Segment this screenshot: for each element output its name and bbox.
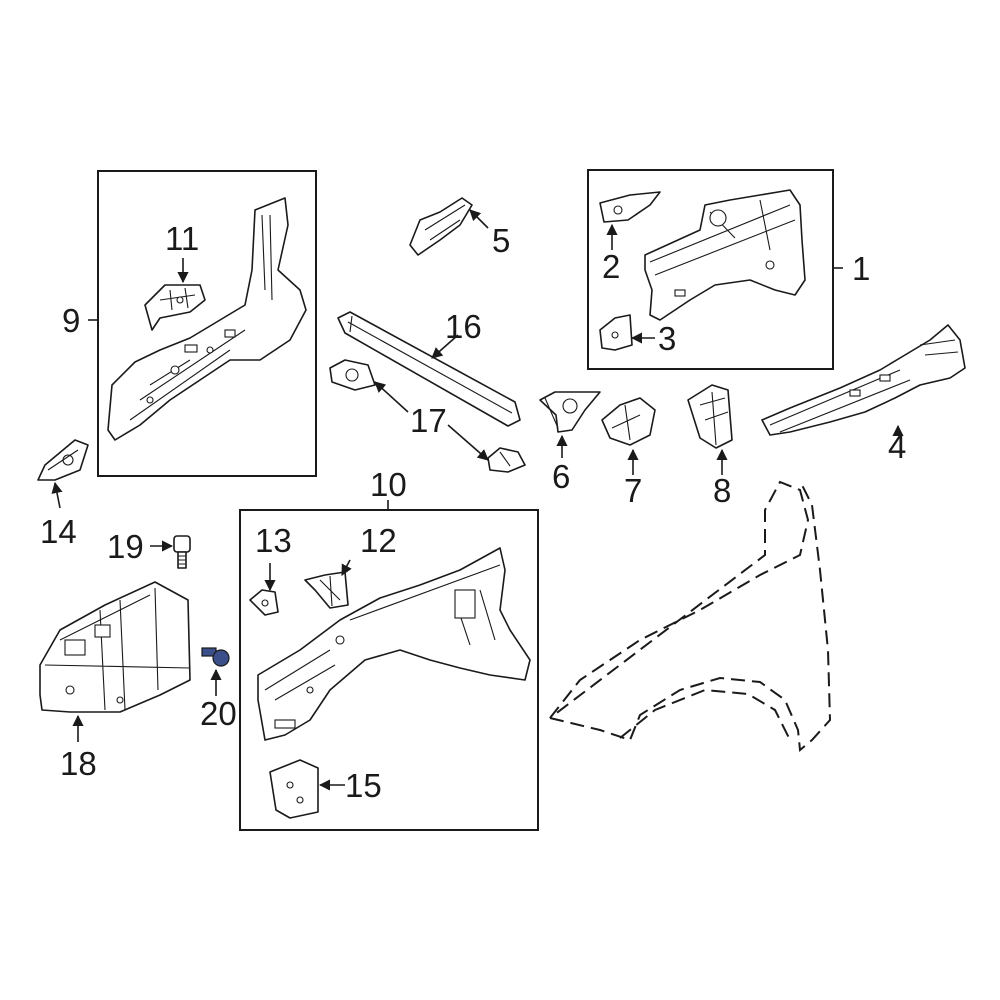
fender-outline xyxy=(549,480,832,752)
callout-17: 17 xyxy=(410,402,447,439)
part-17-bracket-b xyxy=(487,447,526,473)
part-12-bracket xyxy=(304,571,349,609)
group-box-1 xyxy=(587,169,834,370)
part-9-apron-panel xyxy=(107,197,307,441)
callout-leaders xyxy=(51,209,904,791)
callout-1: 1 xyxy=(852,250,870,287)
callout-10: 10 xyxy=(370,466,407,503)
callout-5: 5 xyxy=(492,222,510,259)
part-11-bracket xyxy=(144,284,206,331)
callout-2: 2 xyxy=(602,248,620,285)
callout-3: 3 xyxy=(658,320,676,357)
part-2-plate xyxy=(599,191,661,223)
part-5-bracket xyxy=(409,197,473,256)
group-box-9 xyxy=(97,170,317,477)
callout-7: 7 xyxy=(624,472,642,509)
callout-4: 4 xyxy=(888,428,906,465)
callout-18: 18 xyxy=(60,745,97,782)
part-7-bracket xyxy=(601,397,656,446)
part-13-bracket xyxy=(249,589,279,616)
callout-12: 12 xyxy=(360,522,397,559)
part-3-bracket xyxy=(599,314,633,351)
part-15-bracket xyxy=(269,759,319,819)
callout-15: 15 xyxy=(345,767,382,804)
callout-13: 13 xyxy=(255,522,292,559)
callout-6: 6 xyxy=(552,458,570,495)
callout-14: 14 xyxy=(40,513,77,550)
callout-20: 20 xyxy=(200,695,237,732)
group-box-10 xyxy=(239,509,539,831)
callout-16: 16 xyxy=(445,308,482,345)
part-18-frame-rail xyxy=(39,581,191,713)
part-14-plate xyxy=(37,439,89,481)
part-6-bracket xyxy=(539,391,601,433)
callout-11: 11 xyxy=(165,220,199,257)
part-19-bolt xyxy=(173,535,191,569)
callout-8: 8 xyxy=(713,472,731,509)
part-17-bracket-a xyxy=(329,359,376,391)
part-10-wheelhouse-panel xyxy=(257,547,531,741)
part-1-apron-assembly xyxy=(644,189,806,321)
part-8-bracket xyxy=(687,384,733,449)
callout-9: 9 xyxy=(62,302,80,339)
part-16-cross-member xyxy=(337,311,521,427)
part-4-rail xyxy=(761,324,966,436)
part-20-bolt xyxy=(201,647,230,667)
callout-19: 19 xyxy=(107,528,144,565)
